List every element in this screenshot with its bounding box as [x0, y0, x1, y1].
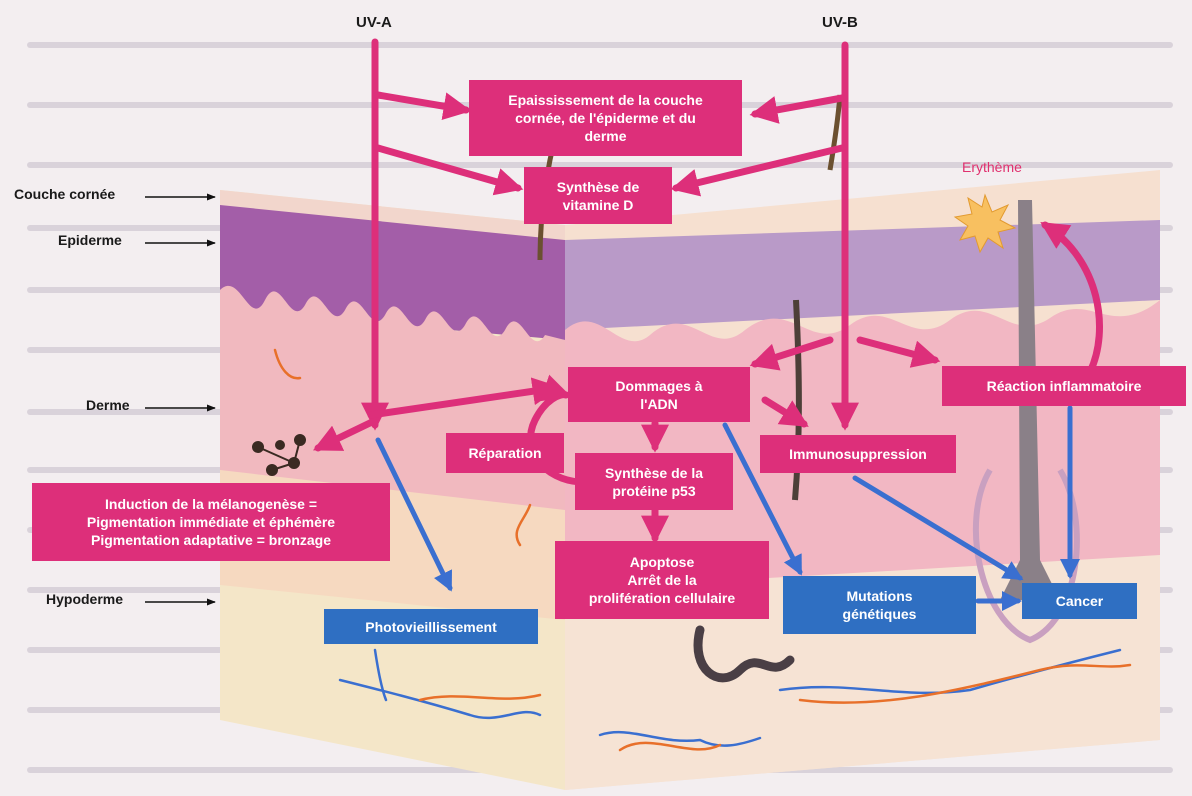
box-immunosuppression: Immunosuppression: [760, 435, 956, 473]
label-erythema: Erythème: [962, 159, 1022, 175]
label-uva: UV-A: [356, 14, 392, 31]
box-melanogenesis: Induction de la mélanogenèse = Pigmentat…: [32, 483, 390, 561]
label-uvb: UV-B: [822, 14, 858, 31]
box-dna-damage: Dommages à l'ADN: [568, 367, 750, 422]
label-hypodermis: Hypoderme: [46, 591, 123, 607]
box-cancer: Cancer: [1022, 583, 1137, 619]
box-thickening: Epaississement de la couche cornée, de l…: [469, 80, 742, 156]
box-apoptosis: Apoptose Arrêt de la prolifération cellu…: [555, 541, 769, 619]
box-repair: Réparation: [446, 433, 564, 473]
box-inflammatory-reaction: Réaction inflammatoire: [942, 366, 1186, 406]
box-vitamin-d: Synthèse de vitamine D: [524, 167, 672, 224]
box-photoaging: Photovieillissement: [324, 609, 538, 644]
label-dermis: Derme: [86, 397, 130, 413]
box-genetic-mutations: Mutations génétiques: [783, 576, 976, 634]
label-epidermis: Epiderme: [58, 232, 122, 248]
label-stratum-corneum: Couche cornée: [14, 186, 115, 202]
box-p53-synthesis: Synthèse de la protéine p53: [575, 453, 733, 510]
